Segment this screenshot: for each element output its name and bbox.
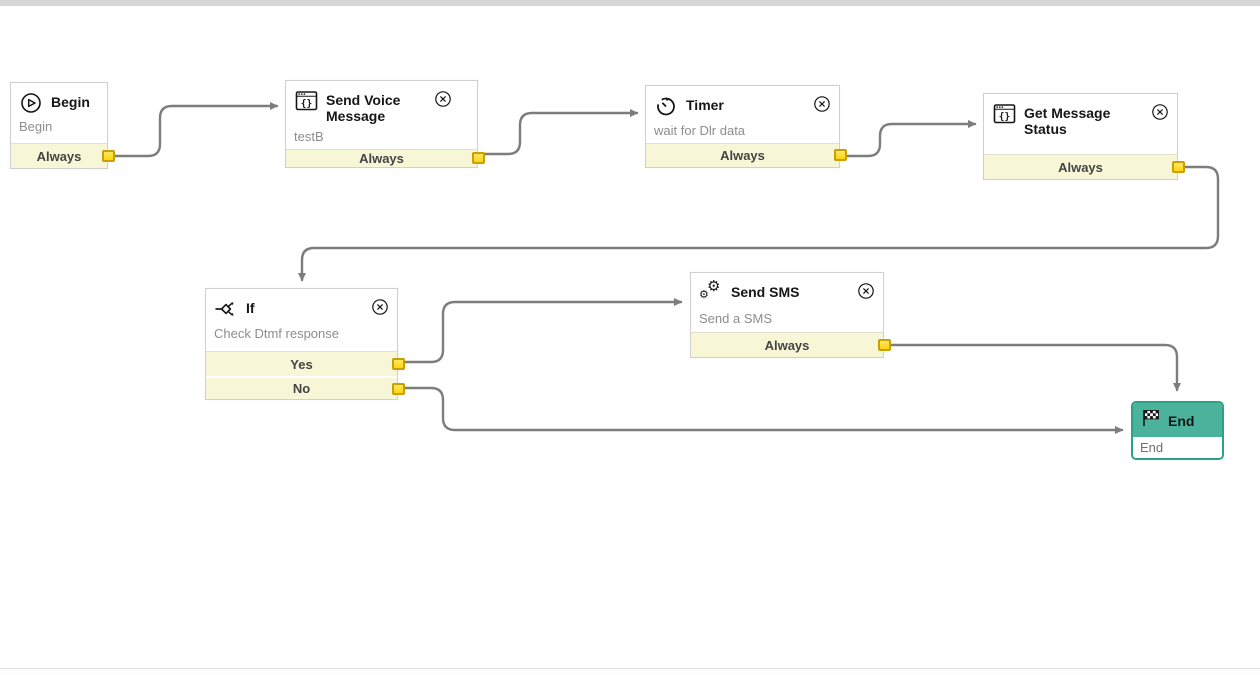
output-port[interactable] [472, 152, 485, 165]
gears-icon: ⚙⚙ [699, 277, 721, 301]
wire-if-yes-to-sendsms [401, 298, 683, 364]
node-subtitle: Check Dtmf response [214, 326, 339, 341]
output-label: Always [359, 150, 404, 166]
node-title: Timer [686, 97, 724, 113]
node-if[interactable]: If Check Dtmf response Yes No [205, 288, 405, 400]
node-end[interactable]: End End [1131, 401, 1224, 460]
wire-timer-to-getstatus [842, 120, 977, 158]
close-node-button[interactable] [857, 282, 875, 305]
output-label: Yes [290, 356, 313, 372]
output-port[interactable] [878, 339, 891, 351]
node-title: Send Voice Message [326, 92, 401, 125]
wire-getstatus-to-if [298, 165, 1220, 282]
wire-sendvoice-to-timer [480, 109, 639, 156]
node-timer[interactable]: Timer wait for Dlr data Always [645, 85, 847, 168]
output-label: Always [720, 147, 765, 163]
node-begin[interactable]: Begin Begin Always [10, 82, 115, 169]
checkered-flag-icon [1141, 408, 1161, 433]
output-label: No [292, 381, 311, 396]
output-port[interactable] [102, 150, 115, 162]
output-row-always: Always [286, 148, 485, 167]
node-title: If [246, 300, 255, 316]
close-icon [372, 299, 388, 315]
close-icon [814, 96, 830, 112]
output-label: Always [1058, 159, 1103, 175]
wire-begin-to-sendvoice [111, 102, 279, 158]
timer-icon [654, 95, 678, 117]
node-title: Begin [51, 94, 90, 110]
output-row-always: Always [691, 332, 891, 357]
top-window-strip [0, 0, 1260, 6]
branch-icon [214, 298, 238, 320]
close-icon [1152, 104, 1168, 120]
close-node-button[interactable] [1151, 103, 1169, 126]
output-row-always: Always [11, 143, 115, 168]
node-subtitle [984, 139, 1177, 154]
output-label: Always [764, 337, 810, 353]
wire-if-no-to-end [401, 386, 1124, 434]
node-subtitle: End [1133, 437, 1222, 458]
node-get-message-status[interactable]: {} Get Message Status Always [983, 93, 1185, 180]
node-subtitle: Begin [19, 119, 53, 134]
close-icon [858, 283, 874, 299]
output-label: Always [36, 148, 82, 164]
output-port[interactable] [392, 382, 405, 395]
wire-sendsms-to-end [886, 343, 1181, 392]
node-title: Get Message Status [1024, 105, 1111, 138]
play-icon [19, 92, 43, 114]
node-subtitle: Send a SMS [699, 311, 772, 326]
output-port[interactable] [1172, 161, 1185, 173]
node-send-voice-message[interactable]: {} Send Voice Message testB Always [285, 80, 485, 168]
node-subtitle: wait for Dlr data [654, 123, 746, 138]
output-row-always: Always [646, 142, 847, 167]
output-port[interactable] [392, 358, 405, 370]
code-window-icon: {} [992, 103, 1016, 125]
node-send-sms[interactable]: ⚙⚙ Send SMS Send a SMS Always [690, 272, 891, 358]
close-icon [435, 91, 451, 107]
node-subtitle: testB [294, 129, 324, 145]
output-row-yes: Yes [206, 351, 405, 376]
close-node-button[interactable] [371, 298, 389, 321]
node-title: End [1168, 412, 1195, 429]
output-row-no: No [206, 376, 405, 399]
output-row-always: Always [984, 154, 1185, 179]
close-node-button[interactable] [434, 90, 452, 113]
code-window-icon: {} [294, 90, 318, 112]
svg-text:{}: {} [998, 111, 1009, 122]
node-title: Send SMS [731, 284, 800, 300]
svg-text:{}: {} [300, 98, 311, 109]
close-node-button[interactable] [813, 95, 831, 118]
output-port[interactable] [834, 149, 847, 162]
bottom-window-strip [0, 668, 1260, 675]
